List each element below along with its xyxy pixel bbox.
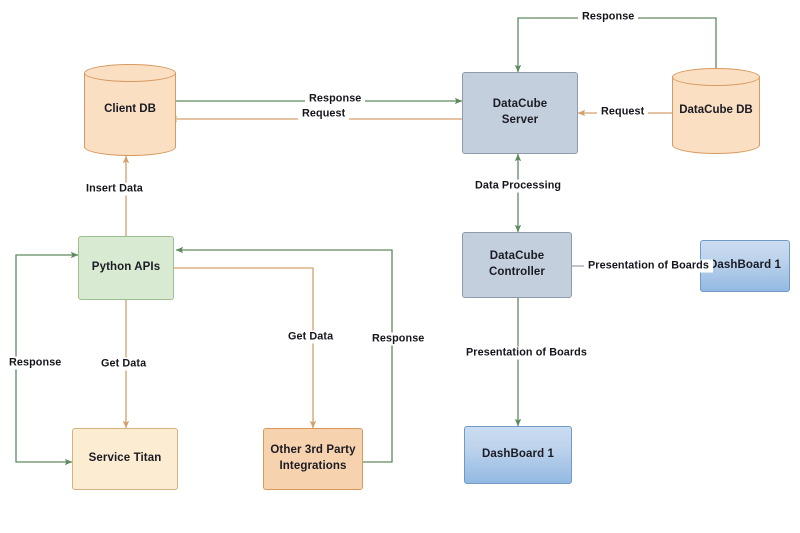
datacube-db-top-ellipse [672,68,760,86]
node-service-titan[interactable]: Service Titan [72,428,178,490]
edge-response-top [514,17,717,73]
node-python-apis[interactable]: Python APIs [78,236,174,300]
edge-label-presentation-right: Presentation of Boards [584,259,713,273]
datacube-controller-label-line2: Controller [489,266,545,278]
edge-label-get-data-mid: Get Data [284,330,338,344]
datacube-server-label-line2: Server [501,114,539,126]
client-db-top-ellipse [84,64,176,82]
client-db-body [84,73,176,147]
node-datacube-controller[interactable]: DataCube Controller [462,232,572,298]
third-party-label-line1: Other 3rd Party [270,444,356,457]
node-datacube-db[interactable]: DataCube DB [672,68,760,154]
dashboard-bottom-label: DashBoard 1 [481,448,555,461]
client-db-label: Client DB [104,103,156,116]
edge-get-data-third-party [172,267,317,429]
edge-label-request-db-server: Request [597,105,649,119]
edge-label-response-top: Response [578,10,639,24]
datacube-db-label-line1: DataCube [679,104,733,117]
python-apis-label: Python APIs [91,261,161,274]
edge-label-response-mid: Response [368,332,429,346]
node-dashboard-bottom[interactable]: DashBoard 1 [464,426,572,484]
datacube-db-label-line2: DB [736,104,753,117]
third-party-label-line2: Integrations [279,460,347,472]
edge-response-third-party [175,246,393,463]
node-client-db[interactable]: Client DB [84,64,176,156]
node-third-party-integrations[interactable]: Other 3rd Party Integrations [263,428,363,490]
edge-label-get-data-left: Get Data [97,357,151,371]
edge-label-response-client-server: Response [305,92,366,106]
service-titan-label: Service Titan [88,452,162,465]
dashboard-right-label: DashBoard 1 [708,259,782,272]
node-datacube-server[interactable]: DataCube Server [462,72,578,154]
edge-label-response-left: Response [5,356,66,370]
datacube-controller-label-line1: DataCube [489,250,545,263]
edge-label-data-processing: Data Processing [471,179,566,193]
edge-label-presentation-bottom: Presentation of Boards [462,346,591,360]
datacube-db-label: DataCube DB [672,68,760,154]
edge-label-request-client-server: Request [298,107,350,121]
node-dashboard-right[interactable]: DashBoard 1 [700,240,790,292]
datacube-db-body [672,77,760,145]
datacube-server-label-line1: DataCube [492,98,548,111]
edge-label-insert-data: Insert Data [82,182,147,196]
